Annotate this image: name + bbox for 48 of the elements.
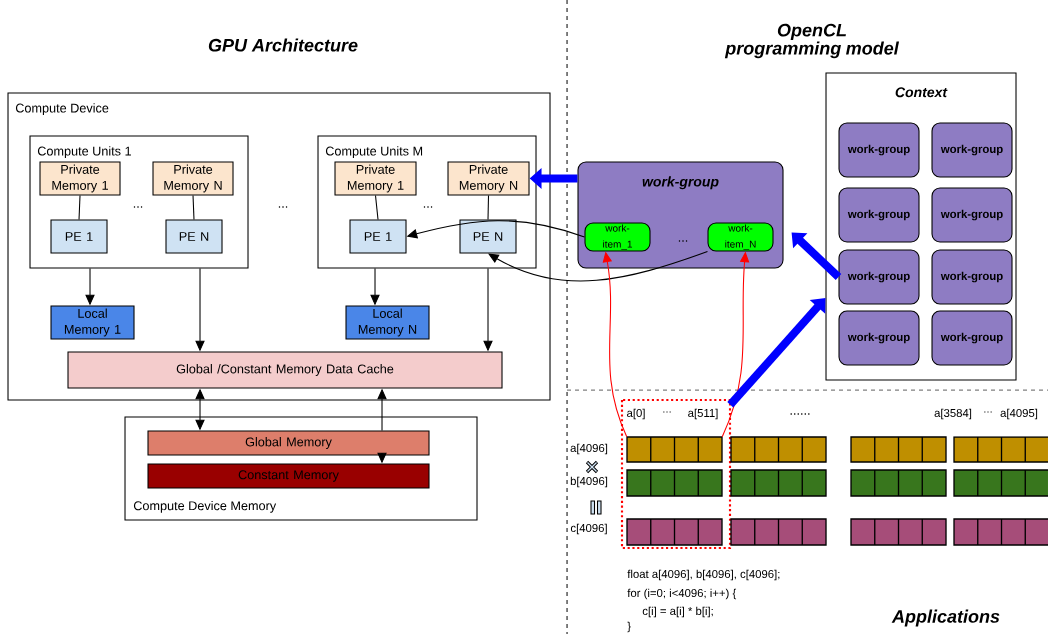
section-title: GPU Architecture xyxy=(208,38,358,52)
work-group-box: work-group xyxy=(931,187,1013,243)
array-label: a[0] xyxy=(627,408,645,420)
array-label: a[4096] xyxy=(570,443,608,455)
section-title: OpenCL programming model xyxy=(724,23,900,59)
ellipsis: ... xyxy=(678,240,688,242)
array-label: a[3584] xyxy=(934,408,972,420)
code-line: } xyxy=(627,621,631,633)
code-line: for (i=0; i<4096; i++) { xyxy=(627,588,737,600)
code-line: c[i] = a[i] * b[i]; xyxy=(642,606,713,618)
arrow xyxy=(727,298,826,408)
array-label: c[4096] xyxy=(570,523,607,535)
work-group-box: work-group xyxy=(838,187,920,243)
work-group-box: work-group xyxy=(931,249,1013,305)
array-block xyxy=(626,436,723,463)
array-label: a[511] xyxy=(688,408,718,420)
work-item-box: work-item_1 xyxy=(584,222,651,252)
work-group-box: work-group xyxy=(838,249,920,305)
memory-bar: Constant Memory xyxy=(147,463,430,489)
memory-box: Private Memory N xyxy=(447,161,530,196)
memory-box: Private Memory 1 xyxy=(334,161,417,196)
processing-element-box: PE N xyxy=(165,219,223,254)
cache-bar: Global /Constant Memory Data Cache xyxy=(67,351,503,389)
arrow xyxy=(791,232,842,280)
code-line: float a[4096], b[4096], c[4096]; xyxy=(627,569,780,581)
ellipsis: ... xyxy=(133,206,143,208)
section-title: Applications xyxy=(891,609,1000,627)
ellipsis: ... xyxy=(984,411,992,413)
ellipsis: ... xyxy=(663,411,671,413)
work-item-box: work-item_N xyxy=(707,222,774,252)
processing-element-box: PE 1 xyxy=(349,219,407,254)
array-label: a[4095] xyxy=(1000,408,1038,420)
ellipsis: ...... xyxy=(790,413,810,415)
memory-box: Private Memory N xyxy=(152,161,234,196)
ellipsis: ... xyxy=(423,206,433,208)
work-group-box: work-group xyxy=(838,122,920,178)
ellipsis: ... xyxy=(278,206,288,208)
memory-box: Local Memory N xyxy=(345,305,430,340)
work-group-box: work-group xyxy=(838,310,920,366)
arrow xyxy=(488,251,708,282)
processing-element-box: PE 1 xyxy=(50,219,108,254)
memory-box: Local Memory 1 xyxy=(50,305,135,340)
memory-bar: Global Memory xyxy=(147,430,430,456)
memory-box: Private Memory 1 xyxy=(39,161,121,196)
processing-element-box: PE N xyxy=(459,219,517,254)
work-group-box: work-group xyxy=(931,122,1013,178)
array-label: b[4096] xyxy=(570,476,608,488)
work-group-box: work-group xyxy=(931,310,1013,366)
